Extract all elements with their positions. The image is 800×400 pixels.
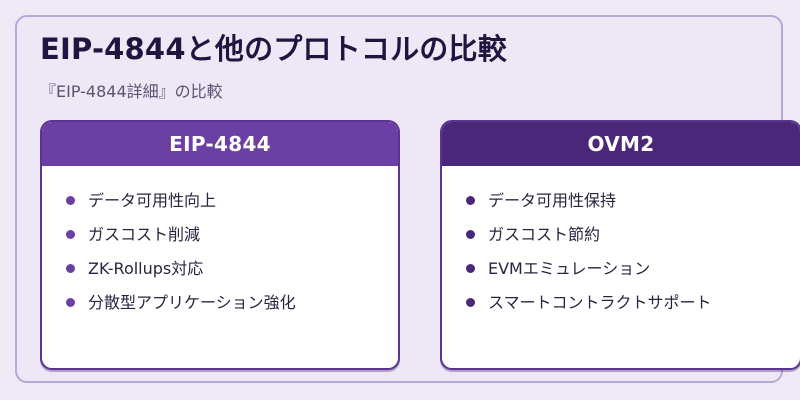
list-item: ガスコスト節約 xyxy=(466,218,800,252)
feature-list-ovm2: データ可用性保持 ガスコスト節約 EVMエミュレーション スマートコントラクトサ… xyxy=(442,166,800,320)
feature-list-eip-4844: データ可用性向上 ガスコスト削減 ZK-Rollups対応 分散型アプリケーショ… xyxy=(42,166,398,320)
panel-eip-4844: EIP-4844 データ可用性向上 ガスコスト削減 ZK-Rollups対応 分… xyxy=(40,120,400,370)
list-item: データ可用性向上 xyxy=(66,184,398,218)
bullet-icon xyxy=(466,196,475,205)
list-item-label: ZK-Rollups対応 xyxy=(88,259,204,278)
panel-header-eip-4844: EIP-4844 xyxy=(42,122,398,166)
list-item: ガスコスト削減 xyxy=(66,218,398,252)
list-item-label: 分散型アプリケーション強化 xyxy=(88,293,296,312)
page-title: EIP-4844と他のプロトコルの比較 xyxy=(40,32,507,66)
bullet-icon xyxy=(66,264,75,273)
list-item-label: EVMエミュレーション xyxy=(488,259,651,278)
list-item-label: ガスコスト削減 xyxy=(88,225,201,244)
bullet-icon xyxy=(466,230,475,239)
panel-ovm2: OVM2 データ可用性保持 ガスコスト節約 EVMエミュレーション スマートコン… xyxy=(440,120,800,370)
list-item: EVMエミュレーション xyxy=(466,252,800,286)
list-item: データ可用性保持 xyxy=(466,184,800,218)
bullet-icon xyxy=(66,196,75,205)
list-item-label: データ可用性保持 xyxy=(488,191,617,210)
list-item: ZK-Rollups対応 xyxy=(66,252,398,286)
bullet-icon xyxy=(466,298,475,307)
bullet-icon xyxy=(66,298,75,307)
page-subtitle: 『EIP-4844詳細』の比較 xyxy=(40,82,223,101)
list-item-label: データ可用性向上 xyxy=(88,191,217,210)
list-item-label: スマートコントラクトサポート xyxy=(488,293,712,312)
bullet-icon xyxy=(466,264,475,273)
list-item: スマートコントラクトサポート xyxy=(466,286,800,320)
list-item-label: ガスコスト節約 xyxy=(488,225,601,244)
panel-header-ovm2: OVM2 xyxy=(442,122,800,166)
bullet-icon xyxy=(66,230,75,239)
list-item: 分散型アプリケーション強化 xyxy=(66,286,398,320)
